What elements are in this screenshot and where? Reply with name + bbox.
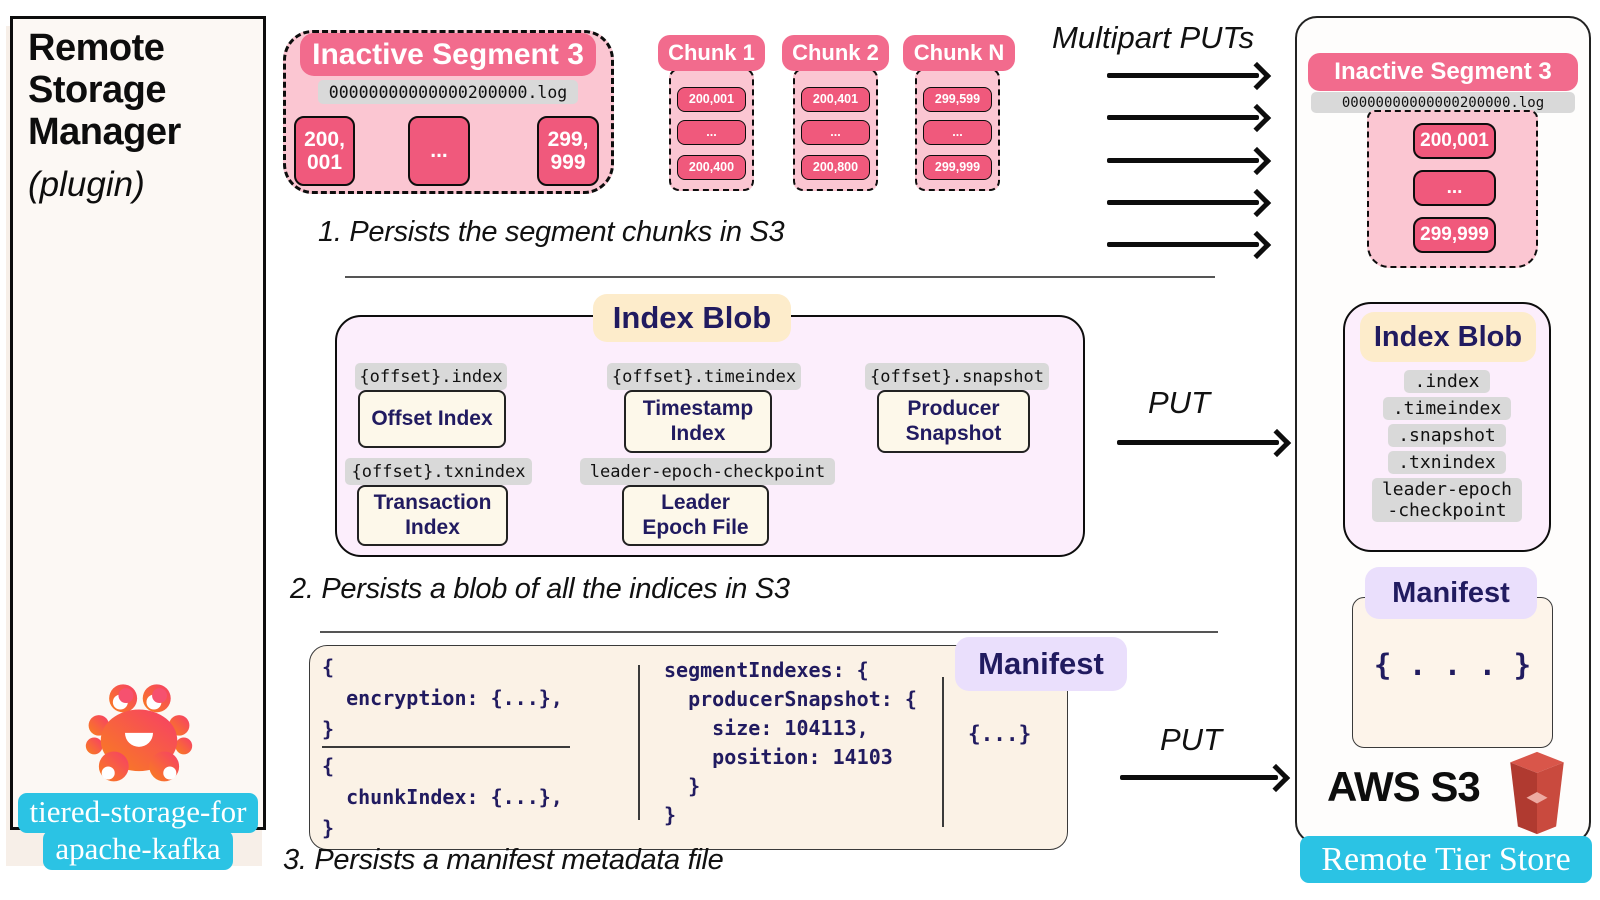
chunk-record: 200,401 xyxy=(801,87,870,112)
manifest-code-divider xyxy=(322,746,570,748)
segment-record: ... xyxy=(408,116,470,186)
multipart-arrow xyxy=(1107,242,1259,247)
chunk-title: Chunk 2 xyxy=(782,35,889,71)
s3-index-blob-title: Index Blob xyxy=(1360,312,1536,362)
step3-caption: 3. Persists a manifest metadata file xyxy=(283,844,724,876)
manifest-segmentindexes-code: segmentIndexes: { producerSnapshot: { si… xyxy=(664,658,917,827)
manifest-column-divider xyxy=(942,677,944,827)
chunk-record: 299,599 xyxy=(923,87,992,112)
chunk-record: ... xyxy=(677,120,746,145)
s3-segment-title: Inactive Segment 3 xyxy=(1308,53,1578,91)
divider xyxy=(345,276,1215,278)
sidebar-panel xyxy=(10,16,266,830)
index-item-label: Producer Snapshot xyxy=(877,390,1030,453)
chunk-record: ... xyxy=(801,120,870,145)
s3-index-tag: leader-epoch -checkpoint xyxy=(1371,478,1523,522)
chunk-record: ... xyxy=(923,120,992,145)
step2-caption: 2. Persists a blob of all the indices in… xyxy=(290,573,790,605)
segment-record: 299, 999 xyxy=(537,116,599,186)
manifest-column-divider xyxy=(638,665,640,820)
crab-logo-icon xyxy=(83,678,195,784)
chunk-title: Chunk 1 xyxy=(658,35,765,71)
put2-arrow xyxy=(1120,775,1278,780)
chunk-record: 200,001 xyxy=(677,87,746,112)
index-item-tag: {offset}.snapshot xyxy=(865,363,1049,390)
s3-manifest-title: Manifest xyxy=(1365,567,1537,619)
step1-caption: 1. Persists the segment chunks in S3 xyxy=(318,216,785,248)
manifest-encryption-code: { encryption: {...}, } xyxy=(322,655,563,741)
s3-manifest-body: { . . . } xyxy=(1373,648,1532,682)
chunk-record: 299,999 xyxy=(923,155,992,180)
s3-index-tag: .snapshot xyxy=(1388,424,1506,447)
index-item-label: Leader Epoch File xyxy=(622,485,769,546)
index-item-label: Timestamp Index xyxy=(624,390,772,453)
s3-index-tags: .index .timeindex .snapshot .txnindex le… xyxy=(1343,370,1551,522)
index-blob-title: Index Blob xyxy=(593,294,791,342)
index-item-tag: {offset}.txnindex xyxy=(345,458,532,485)
s3-index-tag: .timeindex xyxy=(1382,397,1512,420)
index-item-label: Offset Index xyxy=(358,390,506,448)
aws-s3-label: AWS S3 xyxy=(1327,763,1481,810)
segment-filename: 00000000000000200000.log xyxy=(318,80,578,104)
s3-bucket-icon xyxy=(1506,750,1568,836)
index-item-label: Transaction Index xyxy=(357,485,508,546)
multipart-arrow xyxy=(1107,200,1259,205)
s3-segment-record: ... xyxy=(1413,170,1496,206)
s3-segment-filename: 00000000000000200000.log xyxy=(1311,92,1575,113)
sidebar-title: Remote Storage Manager xyxy=(28,27,181,153)
segment-record: 200, 001 xyxy=(294,116,355,186)
index-item-tag: {offset}.timeindex xyxy=(607,363,801,390)
manifest-title: Manifest xyxy=(955,637,1127,691)
sidebar-subtitle: (plugin) xyxy=(28,165,145,204)
multipart-puts-label: Multipart PUTs xyxy=(1052,20,1255,55)
chunk-record: 200,400 xyxy=(677,155,746,180)
s3-segment-record: 200,001 xyxy=(1413,123,1496,159)
manifest-chunkindex-code: { chunkIndex: {...}, } xyxy=(322,754,563,840)
put1-label: PUT xyxy=(1148,385,1210,420)
chunk-title: Chunk N xyxy=(903,35,1015,71)
s3-manifest-box xyxy=(1352,597,1553,748)
index-item-tag: leader-epoch-checkpoint xyxy=(580,458,835,485)
multipart-arrow xyxy=(1107,73,1259,78)
put1-arrow xyxy=(1117,440,1279,445)
manifest-ellipsis-code: {...} xyxy=(968,722,1032,746)
multipart-arrow xyxy=(1107,158,1259,163)
remote-tier-store-badge: Remote Tier Store xyxy=(1300,836,1592,883)
sidebar-badge-line1: tiered-storage-for xyxy=(17,793,259,833)
multipart-arrow xyxy=(1107,115,1259,120)
sidebar-badge: tiered-storage-for apache-kafka xyxy=(10,793,266,870)
s3-index-tag: .index xyxy=(1404,370,1490,393)
s3-index-tag: .txnindex xyxy=(1388,451,1506,474)
index-item-tag: {offset}.index xyxy=(355,363,507,390)
chunk-record: 200,800 xyxy=(801,155,870,180)
segment-title: Inactive Segment 3 xyxy=(300,33,596,76)
divider xyxy=(320,631,1218,633)
s3-segment-record: 299,999 xyxy=(1413,217,1496,253)
manifest-box xyxy=(309,645,1068,850)
sidebar-badge-line2: apache-kafka xyxy=(43,830,233,870)
put2-label: PUT xyxy=(1160,722,1222,757)
